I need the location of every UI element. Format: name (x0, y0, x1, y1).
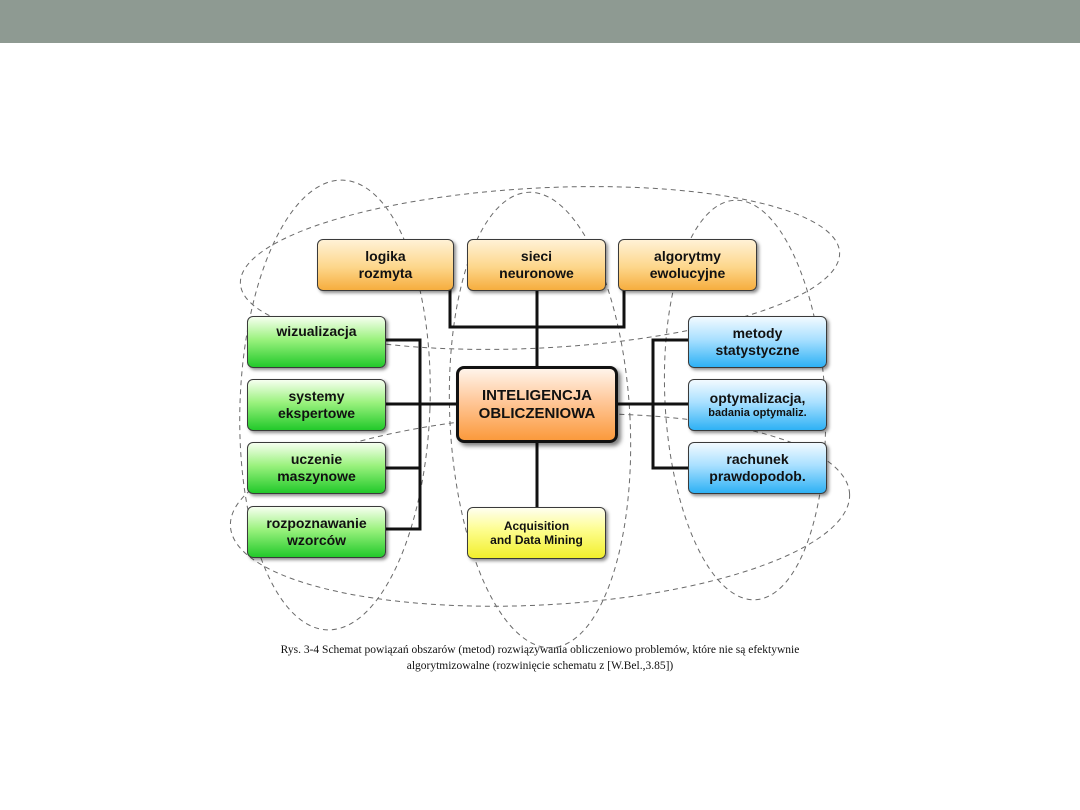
node-rozpoznawanie-wzorcow: rozpoznawanie wzorców (247, 506, 386, 558)
dashed-ellipse-top (239, 186, 841, 350)
node-label-line2: statystyczne (715, 342, 800, 358)
figure-caption: Rys. 3-4 Schemat powiązań obszarów (meto… (200, 643, 880, 674)
node-label-line1: rachunek (726, 451, 789, 468)
top-bar (0, 0, 1080, 43)
center-label-line2: OBLICZENIOWA (478, 404, 596, 422)
node-label-line2: maszynowe (277, 468, 356, 484)
caption-line2: algorytmizowalne (rozwinięcie schematu z… (406, 659, 674, 672)
node-uczenie-maszynowe: uczenie maszynowe (247, 442, 386, 494)
connector-left-bracket (386, 338, 422, 531)
node-algorytmy-ewolucyjne: algorytmy ewolucyjne (618, 239, 757, 291)
node-label-line2: rozmyta (358, 265, 413, 281)
node-label-line2: and Data Mining (490, 533, 583, 547)
node-rachunek-prawdopodob: rachunek prawdopodob. (688, 442, 827, 494)
node-label-line2: neuronowe (499, 265, 574, 281)
node-label-line1: rozpoznawanie (266, 515, 367, 532)
node-label-line2: wzorców (286, 532, 347, 548)
node-label-line2: prawdopodob. (709, 468, 806, 484)
node-label-line1: metody (732, 325, 783, 342)
node-label-line2: badania optymaliz. (708, 406, 807, 419)
node-logika-rozmyta: logika rozmyta (317, 239, 454, 291)
node-acquisition-data-mining: Acquisition and Data Mining (467, 507, 606, 559)
node-label-line1: wizualizacja (276, 323, 357, 339)
dashed-ellipse-middle (448, 191, 632, 649)
caption-line1: Rys. 3-4 Schemat powiązań obszarów (meto… (280, 644, 800, 656)
node-inteligencja-obliczeniowa: INTELIGENCJA OBLICZENIOWA (456, 366, 618, 443)
node-systemy-ekspertowe: systemy ekspertowe (247, 379, 386, 431)
node-label-line1: sieci (520, 248, 553, 265)
node-label-line1: algorytmy (654, 248, 721, 265)
node-label-line1: logika (365, 248, 406, 265)
node-optymalizacja: optymalizacja, badania optymaliz. (688, 379, 827, 431)
node-wizualizacja: wizualizacja (247, 316, 386, 368)
node-label-line1: optymalizacja, (709, 390, 806, 406)
node-label-line2: ekspertowe (277, 405, 356, 421)
node-label-line2: ewolucyjne (649, 265, 726, 281)
node-label-line1: systemy (288, 388, 345, 405)
dashed-ellipse-left (239, 179, 431, 631)
center-label-line1: INTELIGENCJA (481, 386, 592, 404)
node-label-line1: Acquisition (503, 518, 570, 533)
node-label-line1: uczenie (290, 451, 343, 468)
dashed-ellipse-bottom (229, 413, 851, 607)
node-metody-statystyczne: metody statystyczne (688, 316, 827, 368)
node-sieci-neuronowe: sieci neuronowe (467, 239, 606, 291)
